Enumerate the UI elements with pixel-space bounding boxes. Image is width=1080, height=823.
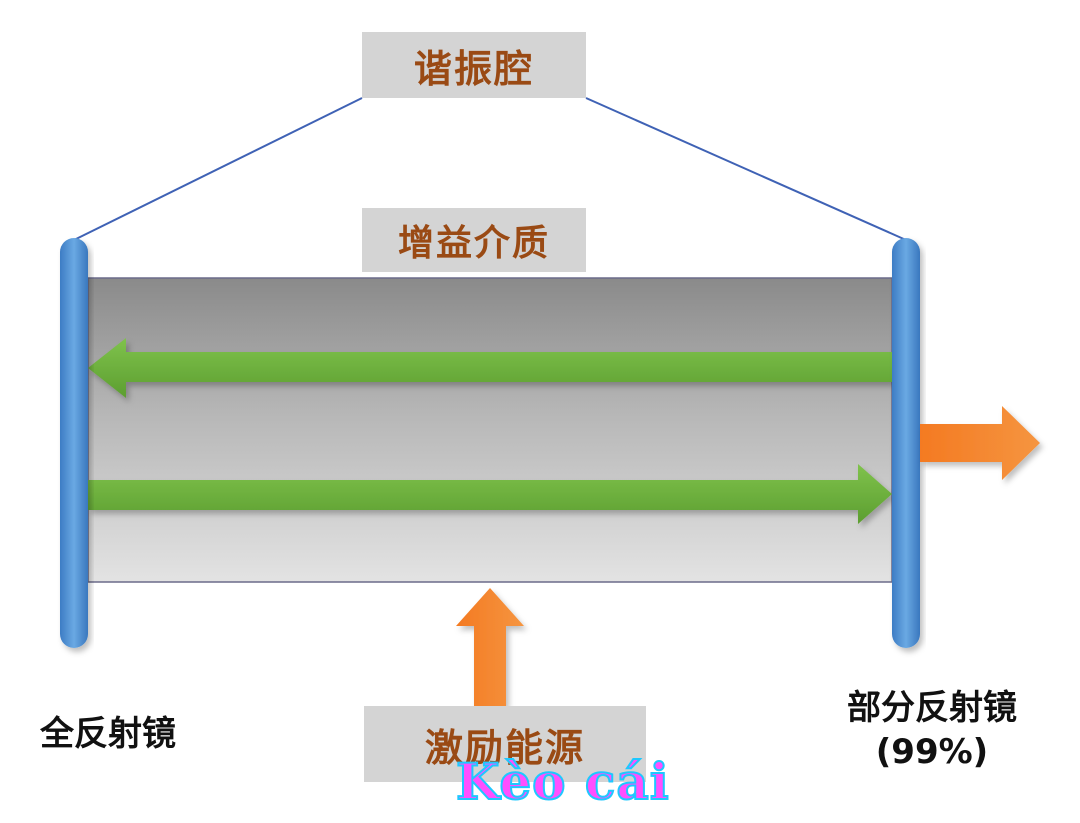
cavity-label: 谐振腔 bbox=[362, 32, 586, 98]
cavity-line-right bbox=[585, 97, 907, 241]
full-reflector-label: 全反射镜 bbox=[40, 714, 176, 754]
pump-source-label: 激励能源 bbox=[364, 706, 646, 782]
partial-reflector-label: 部分反射镜 (99%) bbox=[822, 686, 1042, 774]
beam-arrow-right bbox=[88, 464, 892, 524]
cavity-line-left bbox=[73, 97, 363, 241]
full-reflector-mirror bbox=[60, 238, 88, 648]
gain-medium bbox=[87, 277, 893, 583]
beam-arrow-left bbox=[88, 338, 892, 398]
pump-arrow bbox=[456, 588, 524, 706]
overlay-caption: Kèo cái bbox=[455, 751, 670, 812]
partial-reflector-label-line2: (99%) bbox=[875, 732, 989, 773]
output-beam-arrow bbox=[920, 406, 1040, 480]
partial-reflector-label-line1: 部分反射镜 bbox=[847, 688, 1017, 728]
gain-medium-label: 增益介质 bbox=[362, 208, 586, 272]
partial-reflector-mirror bbox=[892, 238, 920, 648]
